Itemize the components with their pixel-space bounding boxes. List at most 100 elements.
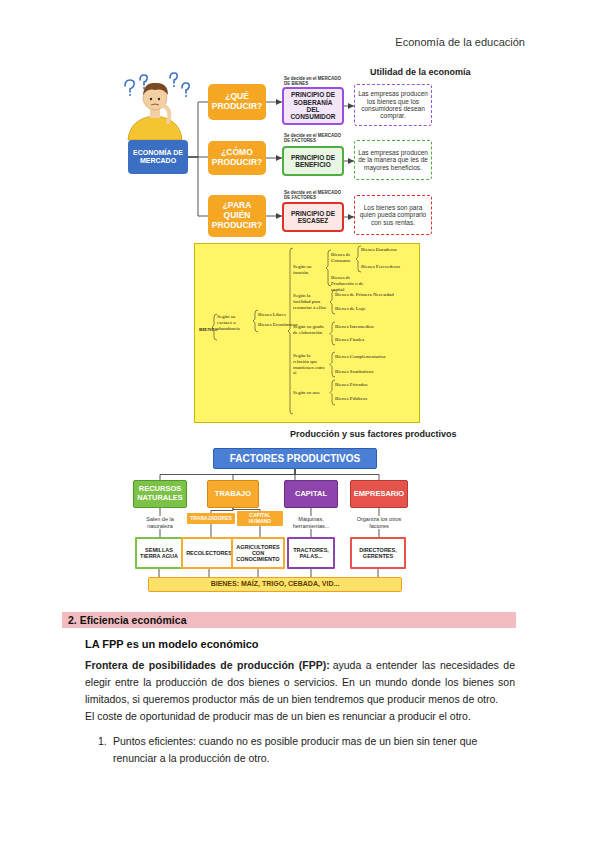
- question-marks: [125, 73, 189, 93]
- diagram-title: Utilidad de la economía: [370, 67, 471, 77]
- classification-text: Según la facilidad para renunciar a ello…: [293, 293, 327, 310]
- running-header: Economía de la educación: [395, 36, 525, 48]
- edge-label-text: Salen de la naturaleza: [146, 516, 174, 528]
- classification-text: Bienes de Primera Necesidad: [335, 292, 394, 298]
- factor-box: CAPITAL: [284, 480, 338, 508]
- list-number: 1.: [98, 735, 107, 747]
- market-note-block: Se decide en el MERCADO DE BIENES: [284, 76, 346, 86]
- classification-text: Bienes Sustitutivos: [335, 369, 373, 375]
- connector-line: [211, 524, 212, 537]
- list-item: Puntos eficientes: cuando no es posible …: [113, 735, 477, 764]
- curly-bracket: [330, 322, 335, 345]
- market-note: Se decide en el MERCADO DE BIENES: [284, 76, 341, 86]
- classification-text: Bienes Duraderos: [361, 247, 397, 253]
- principle-box: PRINCIPIO DE BENEFICIO: [282, 146, 344, 176]
- curly-bracket: [330, 380, 335, 405]
- node-text: RECURSOS NATURALES: [137, 485, 183, 502]
- paragraph-block: Frontera de posibilidades de producción …: [85, 657, 515, 708]
- question-box: ¿CÓMO PRODUCIR?: [208, 141, 266, 175]
- subheading-block: LA FPP es un modelo económico: [85, 638, 485, 651]
- classification-text: Bienes Intermedios: [335, 324, 374, 330]
- node-text: FACTORES PRODUCTIVOS: [230, 453, 360, 465]
- paragraph: El coste de oportunidad de producir mas …: [85, 710, 471, 722]
- goods-panel: BIENESSegún su escasez o abundanciaBiene…: [194, 243, 420, 423]
- classification-text: Bienes de Lujo: [335, 306, 365, 312]
- example-box: RECOLECTORES: [181, 537, 237, 569]
- market-note: Se decide en el MERCADO DE FACTORES: [284, 133, 341, 143]
- market-note-block: Se decide en el MERCADO DE FACTORES: [284, 190, 346, 200]
- diagram-title-block: Producción y sus factores productivos: [290, 429, 480, 439]
- classification-text: Bienes Libres: [258, 312, 286, 318]
- factor-box: TRABAJO: [207, 480, 259, 508]
- example-box: DIRECTORES, GERENTES: [350, 537, 406, 569]
- classification-text: Bienes Finales: [335, 337, 364, 343]
- curly-bracket: [326, 250, 331, 286]
- market-box: ECONOMÍA DE MERCADO: [128, 140, 188, 174]
- node-text: PRINCIPIO DE ESCASEZ: [287, 210, 339, 225]
- node-text: ¿QUÉ PRODUCIR?: [211, 92, 263, 112]
- factor-box: EMPRESARIO: [350, 480, 408, 508]
- connector-arrow: [344, 106, 354, 107]
- example-box: TRACTORES, PALAS...: [287, 537, 335, 569]
- node-text: ECONOMÍA DE MERCADO: [131, 149, 185, 165]
- explanation-box: Las empresas producen de la manera que l…: [354, 140, 432, 180]
- section-band: 2. Eficiencia económica: [62, 612, 516, 628]
- node-text: 2. Eficiencia económica: [68, 614, 186, 626]
- node-text: TRABAJADORES: [190, 516, 232, 522]
- edge-label-text: Organiza los otros factores: [357, 516, 402, 528]
- classification-text: Según su uso: [293, 390, 327, 396]
- connector-arrow: [266, 102, 282, 103]
- node-text: SEMILLAS TIERRA AGUA: [140, 547, 178, 560]
- classification-text: Bienes Privados: [335, 382, 367, 388]
- classification-text: Según su función: [293, 264, 327, 276]
- principle-box: PRINCIPIO DE SOBERANÍA DEL CONSUMIDOR: [282, 87, 344, 125]
- explanation-box: Las empresas producen los bienes que los…: [354, 84, 432, 126]
- connector-line: [188, 157, 208, 216]
- node-text: Las empresas producen de la manera que l…: [358, 149, 428, 171]
- classification-text: Según la relación que mantienen entre sí: [293, 353, 327, 376]
- connector-line: [295, 469, 379, 480]
- goods-bar: BIENES: MAÍZ, TRIGO, CEBADA, VID...: [148, 577, 402, 592]
- curly-bracket: [253, 310, 258, 332]
- list-item-block: Puntos eficientes: cuando no es posible …: [113, 733, 515, 767]
- connector-arrow: [344, 161, 354, 162]
- subheading: LA FPP es un modelo económico: [85, 638, 259, 650]
- curly-bracket: [330, 352, 335, 377]
- labour-subbox: CAPITAL HUMANO: [237, 511, 283, 526]
- market-note: Se decide en el MERCADO DE FACTORES: [284, 190, 341, 200]
- node-text: PRINCIPIO DE SOBERANÍA DEL CONSUMIDOR: [287, 91, 339, 121]
- classification-text: Bienes de Producción o de capital: [331, 275, 373, 292]
- paragraph: Frontera de posibilidades de producción …: [85, 659, 330, 671]
- connector-line: [311, 569, 312, 577]
- node-text: ¿CÓMO PRODUCIR?: [211, 148, 263, 168]
- person-figure: [128, 83, 182, 140]
- node-text: EMPRESARIO: [354, 490, 404, 499]
- connector-line: [209, 569, 210, 577]
- edge-label: Salen de la naturaleza: [133, 516, 187, 529]
- edge-label-text: Máquinas, herramientas...: [293, 516, 330, 528]
- node-text: RECOLECTORES: [186, 550, 232, 556]
- node-text: CAPITAL HUMANO: [240, 513, 280, 525]
- principle-box: PRINCIPIO DE ESCASEZ: [282, 202, 344, 232]
- diagram-title: Producción y sus factores productivos: [290, 429, 457, 439]
- question-box: ¿QUÉ PRODUCIR?: [208, 84, 266, 120]
- panel-shadow-gap: [194, 424, 420, 428]
- node-text: ¿PARA QUIÉN PRODUCIR?: [211, 201, 263, 230]
- node-text: PRINCIPIO DE BENEFICIO: [287, 154, 339, 169]
- connector-line: [160, 469, 295, 480]
- classification-text: Bienes Perecederos: [361, 264, 400, 270]
- node-text: CAPITAL: [295, 490, 327, 499]
- paragraph-block: El coste de oportunidad de producir mas …: [85, 708, 515, 725]
- connector-line: [258, 569, 259, 577]
- connector-line: [188, 102, 208, 157]
- connector-arrow: [344, 217, 354, 218]
- diagram-title-block: Utilidad de la economía: [370, 67, 490, 77]
- factor-box: RECURSOS NATURALES: [133, 480, 187, 508]
- connector-line: [159, 569, 160, 577]
- node-text: DIRECTORES, GERENTES: [355, 547, 401, 560]
- node-text: Las empresas producen los bienes que los…: [358, 90, 428, 120]
- connector-arrow: [266, 158, 282, 159]
- classification-text: Bienes Públicos: [335, 396, 367, 402]
- connector-arrow: [266, 216, 282, 217]
